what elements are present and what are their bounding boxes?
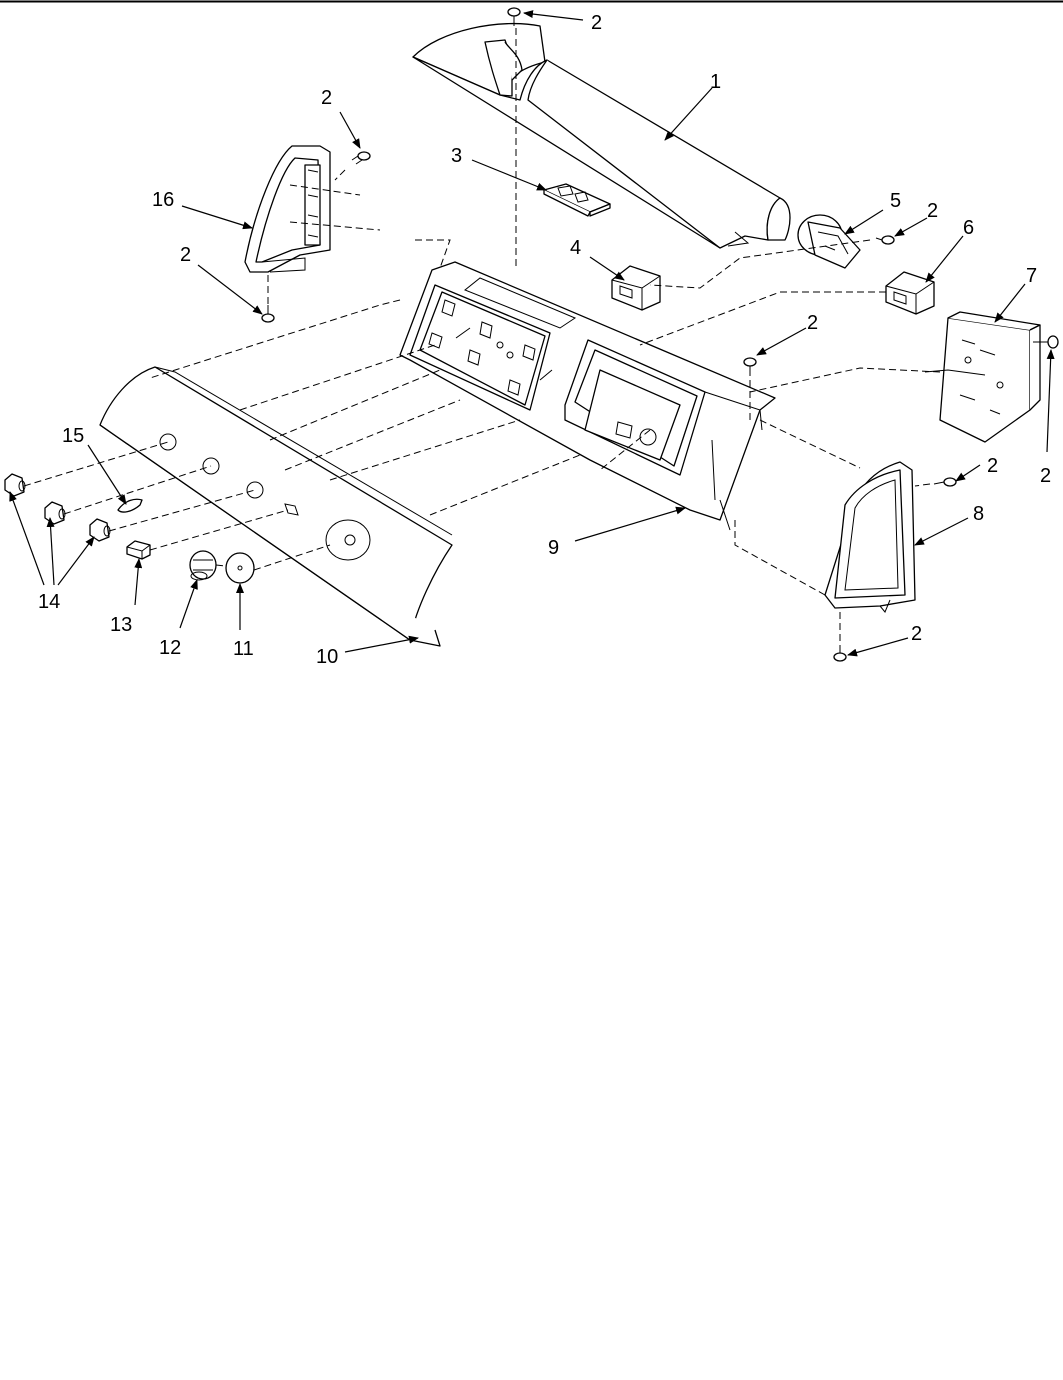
screw-icon	[261, 305, 275, 323]
part-7-timer	[924, 311, 1041, 443]
screw-icon	[833, 645, 847, 662]
screw-icon	[933, 477, 957, 487]
callout-2: 2	[591, 12, 602, 34]
part-14-knob	[4, 473, 26, 497]
screw-icon	[875, 235, 895, 245]
callout-2: 2	[180, 244, 191, 266]
callout-14: 14	[38, 591, 60, 613]
part-10-front-panel	[99, 366, 453, 647]
callout-2: 2	[911, 623, 922, 645]
part-16-left-end-cap	[244, 145, 331, 273]
part-1-console-top	[412, 22, 791, 249]
callout-9: 9	[548, 537, 559, 559]
part-14-knob	[89, 518, 111, 542]
part-15-lens	[117, 498, 143, 513]
callout-7: 7	[1026, 265, 1037, 287]
part-12-knob	[189, 550, 217, 581]
screw-icon	[743, 357, 757, 376]
callout-16: 16	[152, 189, 174, 211]
part-9-console-frame	[399, 261, 776, 531]
leader-lines	[9, 10, 1055, 657]
part-3-bracket	[543, 183, 611, 217]
callout-6: 6	[963, 217, 974, 239]
screw-icon	[1040, 335, 1059, 349]
part-5-switch	[797, 214, 861, 269]
callout-11: 11	[233, 638, 254, 660]
callout-15: 15	[62, 425, 84, 447]
callout-2: 2	[987, 455, 998, 477]
callout-2: 2	[321, 87, 332, 109]
callout-12: 12	[159, 637, 181, 659]
assembly-lines	[23, 28, 1040, 645]
callout-2: 2	[927, 200, 938, 222]
callout-10: 10	[316, 646, 338, 668]
part-14-knob	[44, 501, 66, 525]
part-4-switch-block	[611, 265, 661, 311]
screw-icon	[351, 151, 371, 165]
part-8-right-end-cap	[824, 461, 916, 613]
callout-3: 3	[451, 145, 462, 167]
callout-8: 8	[973, 503, 984, 525]
screw-icon	[507, 7, 521, 26]
callout-2: 2	[807, 312, 818, 334]
part-6-switch-block	[885, 271, 935, 315]
callout-1: 1	[710, 71, 721, 93]
callout-4: 4	[570, 237, 581, 259]
callout-labels: 2 1 2 3 16 2 5 2 6 4 7 2 2 15 2 8 9 14 1…	[38, 12, 1051, 668]
callout-5: 5	[890, 190, 901, 212]
part-13-switch	[126, 540, 151, 560]
callout-2: 2	[1040, 465, 1051, 487]
callout-13: 13	[110, 614, 132, 636]
part-11-dial	[225, 552, 255, 584]
